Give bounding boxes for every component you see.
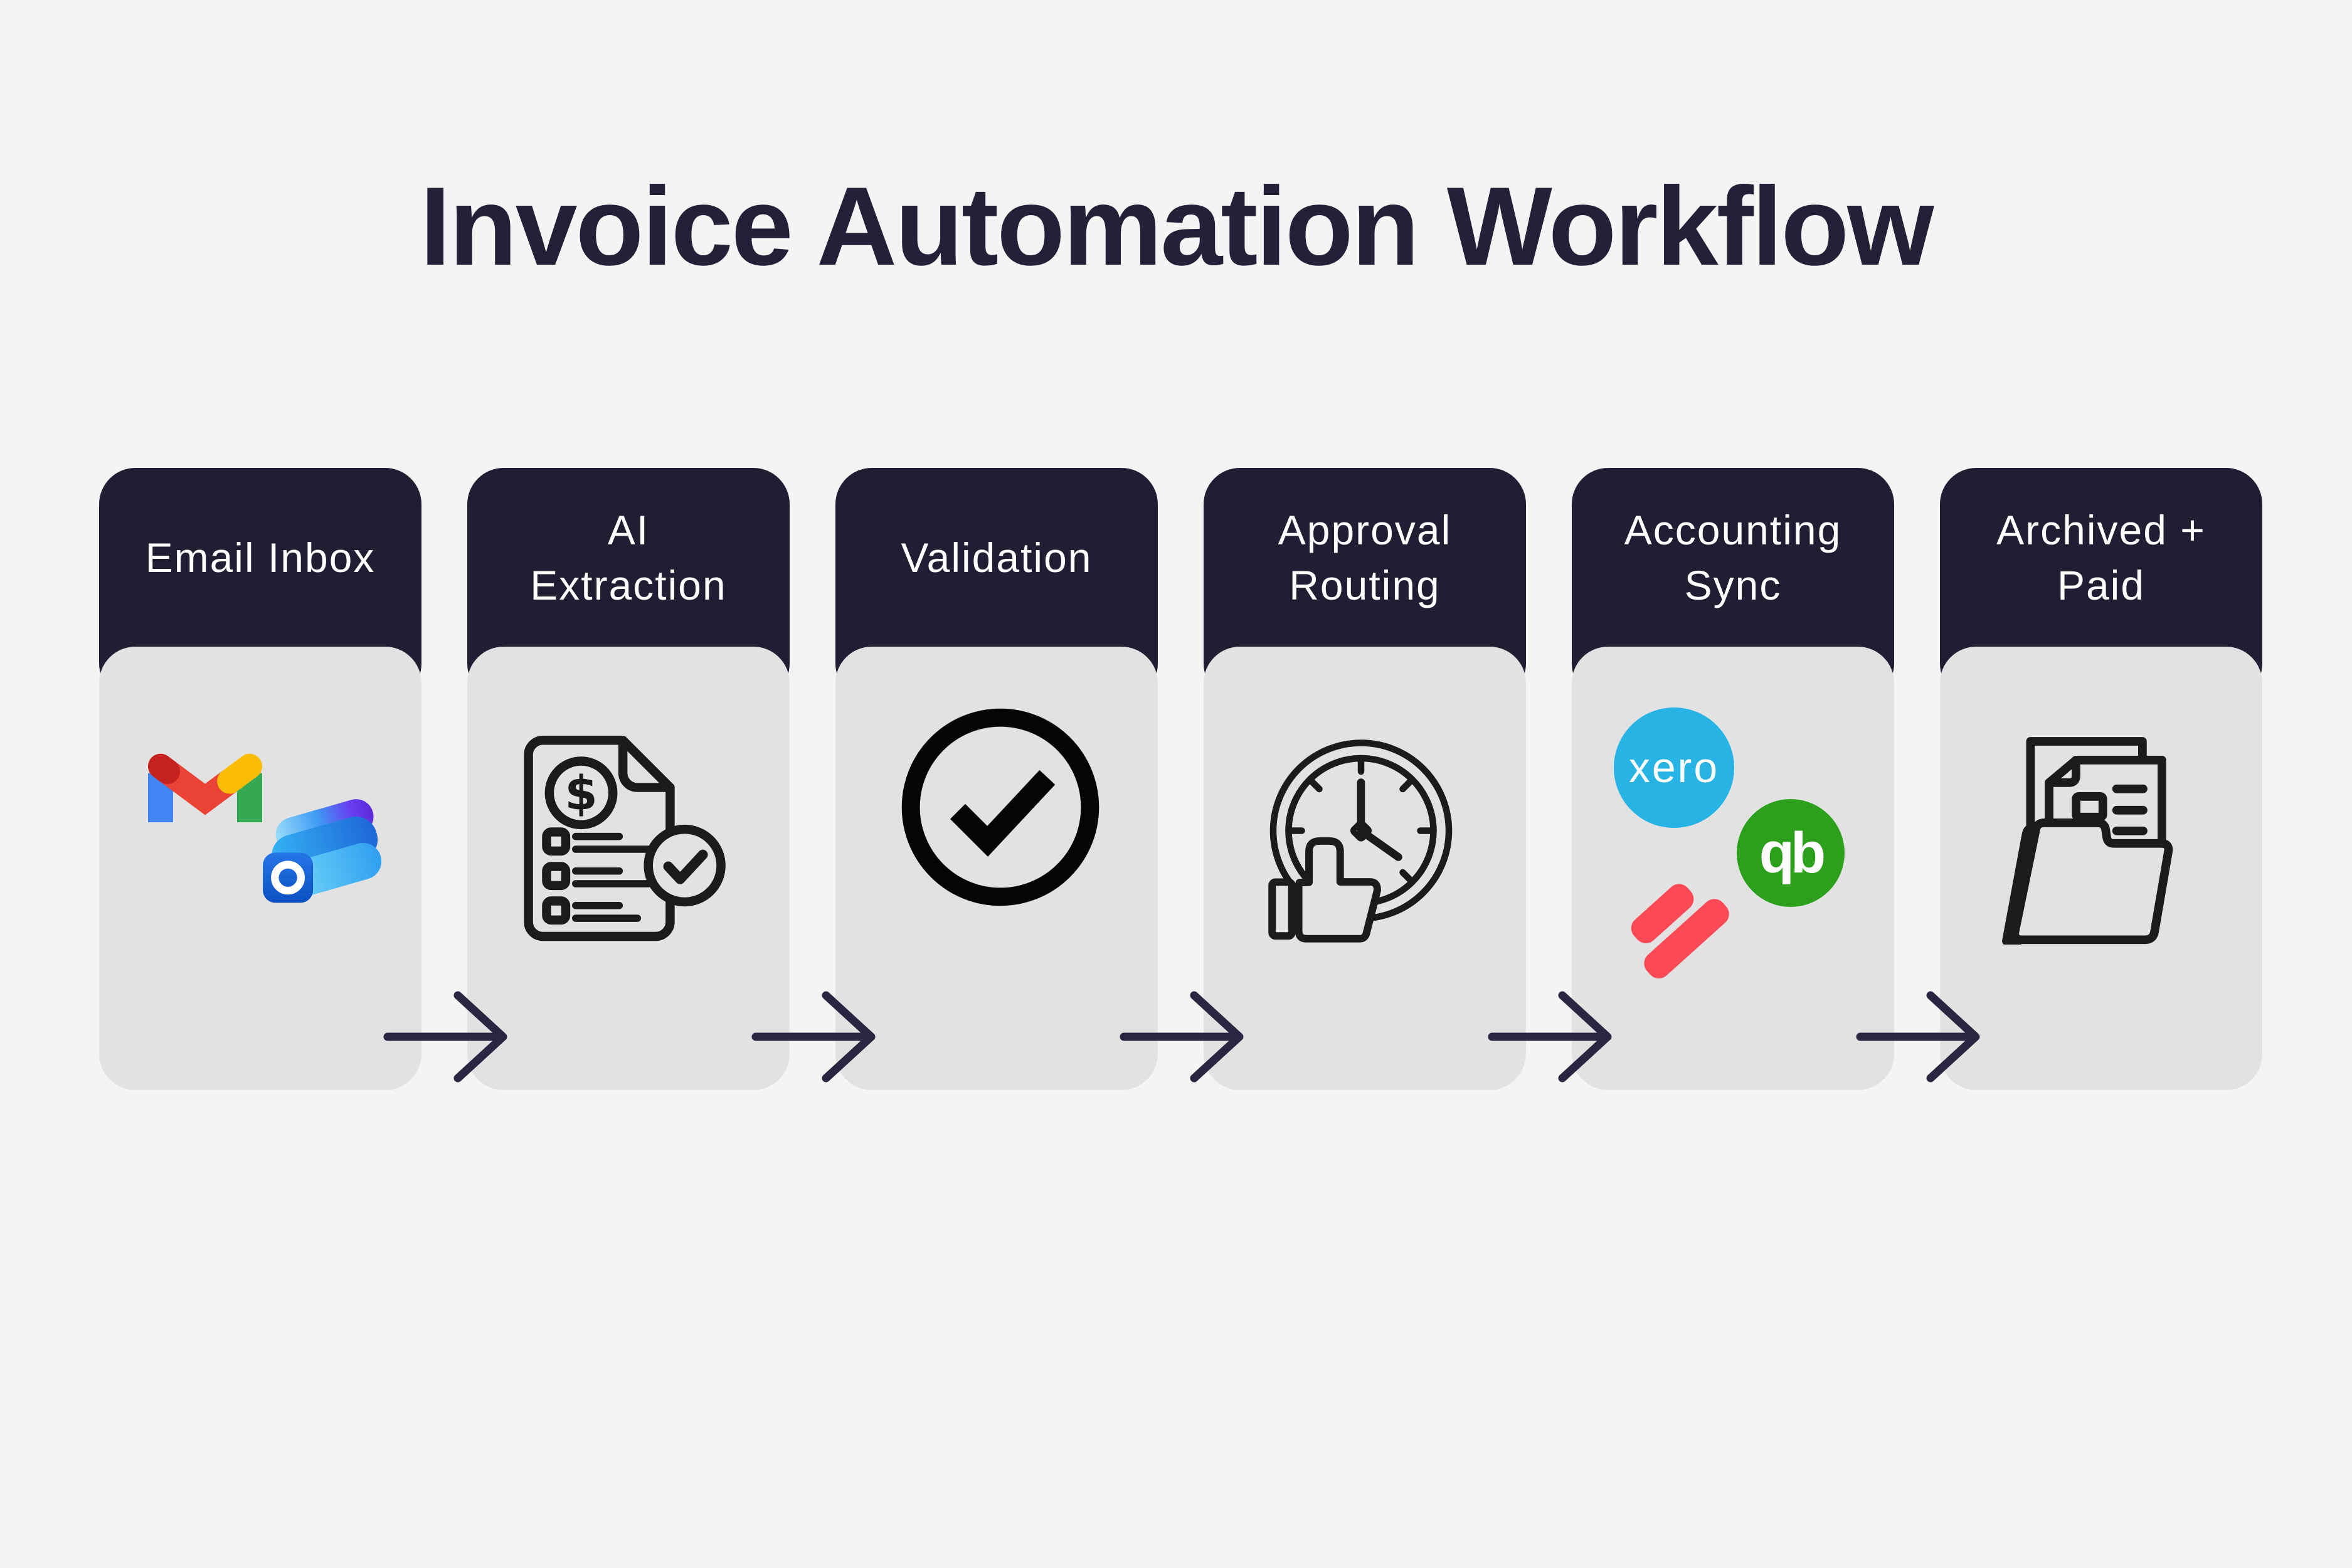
step-title: Archived + Paid	[1940, 468, 2262, 647]
step-title: Validation	[835, 468, 1158, 647]
step-title-line: Accounting	[1624, 506, 1842, 553]
step-body	[835, 647, 1158, 1090]
invoice-document-icon: $	[524, 735, 726, 941]
step-title-line: Archived +	[1996, 506, 2206, 553]
step-title: Approval Routing	[1204, 468, 1526, 647]
flow-arrow-icon	[1854, 987, 1992, 1087]
xero-logo: xero	[1614, 707, 1734, 828]
step-title-line: Sync	[1684, 561, 1782, 608]
step-title: AI Extraction	[467, 468, 790, 647]
step-card-archived-paid: Archived + Paid	[1940, 468, 2262, 1090]
quickbooks-glyph: qb	[1759, 820, 1826, 885]
page-title: Invoice Automation Workflow	[420, 164, 1934, 289]
step-title-line: Extraction	[530, 561, 727, 608]
step-title-line: Validation	[901, 534, 1093, 581]
step-title-line: Paid	[2057, 561, 2146, 608]
dollar-sign-glyph: $	[564, 765, 597, 820]
clock-thumbs-up-icon	[1268, 739, 1453, 943]
step-body: xero qb	[1572, 647, 1894, 1090]
quickbooks-logo: qb	[1737, 799, 1845, 907]
flow-arrow-icon	[1118, 987, 1256, 1087]
step-card-approval-routing: Approval Routing	[1204, 468, 1526, 1090]
step-title-line: Approval	[1278, 506, 1452, 553]
flow-arrow-icon	[1486, 987, 1624, 1087]
step-body: $	[467, 647, 790, 1090]
step-card-ai-extraction: AI Extraction $	[467, 468, 790, 1090]
step-title: Accounting Sync	[1572, 468, 1894, 647]
red-stripes-logo	[1631, 884, 1729, 979]
check-circle-icon	[901, 708, 1099, 906]
step-card-validation: Validation	[835, 468, 1158, 1090]
step-body	[99, 647, 421, 1090]
flow-arrow-icon	[750, 987, 887, 1087]
step-body	[1204, 647, 1526, 1090]
flow-arrow-icon	[381, 987, 519, 1087]
open-folder-documents-icon	[2002, 737, 2173, 945]
step-title: Email Inbox	[99, 468, 421, 647]
step-title-line: Email Inbox	[145, 534, 376, 581]
step-card-accounting-sync: Accounting Sync xero qb	[1572, 468, 1894, 1090]
gmail-logo-icon	[148, 753, 262, 822]
xero-wordmark: xero	[1628, 744, 1720, 792]
outlook-logo-icon	[263, 799, 382, 903]
step-title-line: AI	[607, 506, 650, 553]
step-title-line: Routing	[1289, 561, 1441, 608]
step-card-email-inbox: Email Inbox	[99, 468, 421, 1090]
step-body	[1940, 647, 2262, 1090]
